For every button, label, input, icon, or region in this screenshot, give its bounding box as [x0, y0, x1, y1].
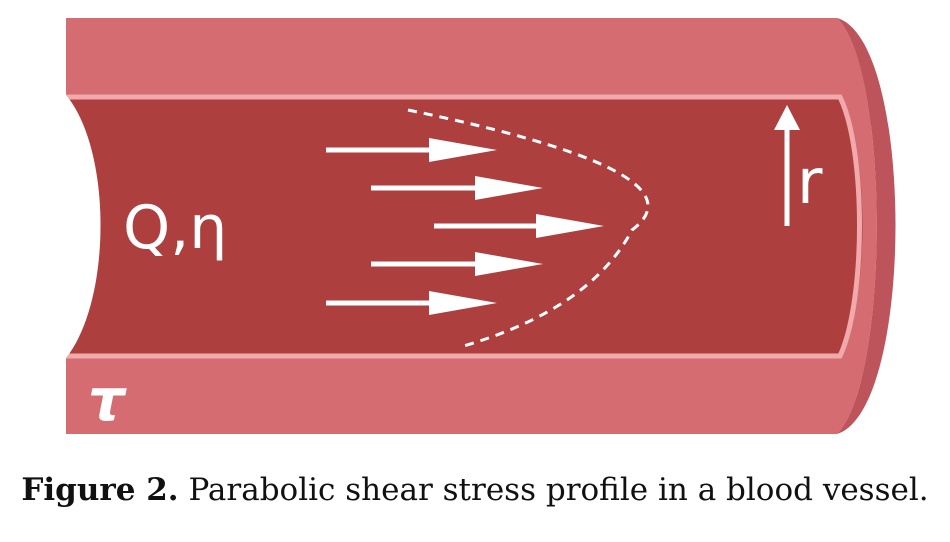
- intima-line-top: [66, 94, 862, 359]
- flow-arrow-icon: [434, 214, 604, 238]
- flow-arrow-icon: [326, 138, 497, 162]
- radial-axis-arrow-icon: [774, 105, 800, 226]
- flow-arrow-icon: [371, 252, 543, 276]
- blood-vessel-diagram: Q,η τ r: [66, 18, 896, 434]
- flow-arrows: [326, 138, 604, 315]
- flow-arrow-icon: [371, 176, 543, 200]
- figure-caption-lead: Figure 2.: [21, 472, 179, 508]
- flow-parameters-label: Q,η: [123, 193, 227, 263]
- shear-stress-symbol: τ: [88, 366, 127, 434]
- parabolic-profile-curve: [407, 108, 650, 349]
- flow-arrow-icon: [326, 291, 497, 315]
- vessel-cut-opening: [66, 95, 101, 358]
- figure-caption-text: Parabolic shear stress profile in a bloo…: [188, 472, 929, 508]
- figure-caption: Figure 2. Parabolic shear stress profile…: [0, 472, 950, 508]
- radial-axis-label: r: [797, 145, 823, 218]
- vessel-end-cap: [837, 18, 896, 434]
